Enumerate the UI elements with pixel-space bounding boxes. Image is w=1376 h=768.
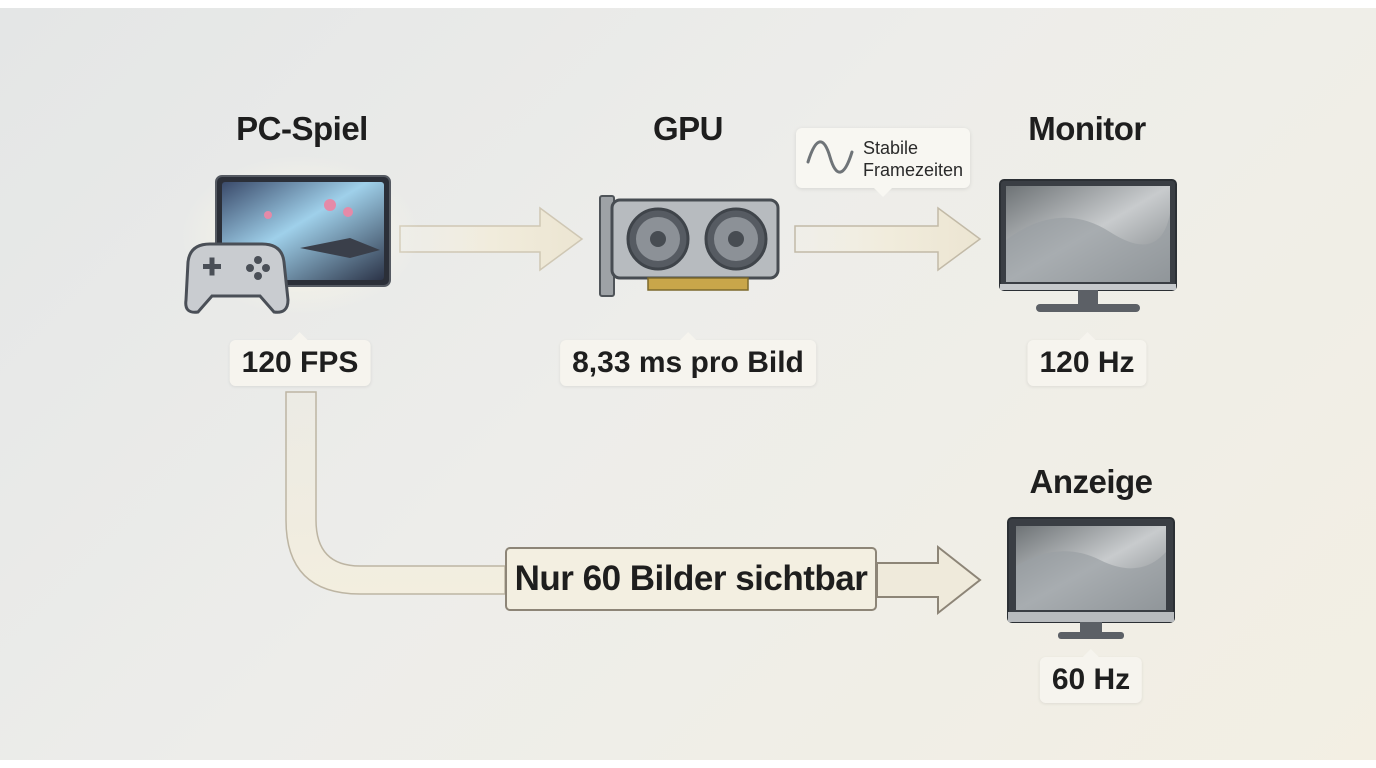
callout-stable-frametimes: Stabile Framezeiten	[796, 128, 970, 197]
arrow-game-to-gpu	[399, 206, 584, 272]
title-gpu: GPU	[652, 110, 724, 147]
label-display-hz: 60 Hz	[1039, 657, 1143, 703]
title-pc-game: PC-Spiel	[236, 110, 368, 147]
monitor-icon	[999, 179, 1177, 312]
arrow-gpu-to-monitor	[794, 206, 982, 272]
callout-line-2: Framezeiten	[863, 160, 964, 180]
title-monitor: Monitor	[1028, 110, 1146, 147]
display-monitor-icon	[1007, 517, 1175, 639]
label-fps: 120 FPS	[229, 340, 371, 386]
top-border	[0, 0, 1376, 8]
gamepad-screen-icon	[180, 155, 420, 315]
label-monitor-hz: 120 Hz	[1027, 340, 1147, 386]
visible-frames-box: Nur 60 Bilder sichtbar	[505, 547, 877, 611]
curved-path-game-to-display	[285, 391, 982, 616]
sine-wave-icon	[806, 140, 854, 174]
label-frame-time: 8,33 ms pro Bild	[560, 340, 816, 386]
title-display: Anzeige	[1029, 463, 1153, 500]
graphics-card-icon	[599, 195, 780, 297]
bottom-border	[0, 760, 1376, 768]
callout-line-1: Stabile	[863, 138, 919, 158]
